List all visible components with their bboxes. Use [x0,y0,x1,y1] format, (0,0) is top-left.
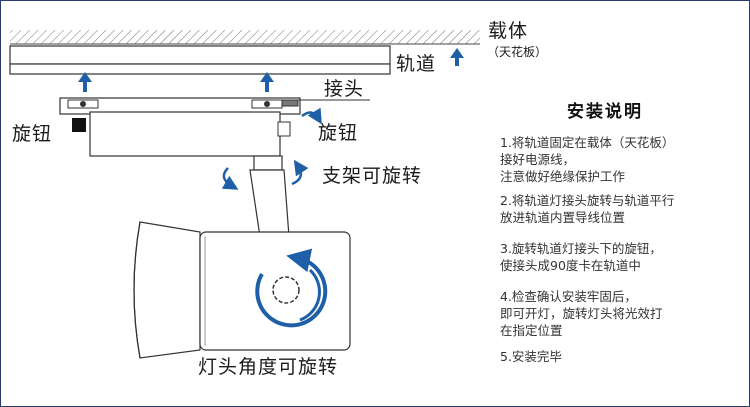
label-knob-left: 旋钮 [12,123,53,145]
step-line: 即可开灯，旋转灯头将光效打 [500,306,663,321]
step-line: 5.安装完毕 [500,349,562,364]
instruction-step-5: 5.安装完毕 [500,348,562,365]
instruction-step-2: 2.将轨道灯接头旋转与轨道平行 放进轨道内置导线位置 [500,192,674,226]
step-line: 4.检查确认安装牢固后， [500,289,637,304]
step-line: 注意做好绝缘保护工作 [500,169,626,184]
step-line: 1.将轨道固定在载体（天花板） [500,135,675,150]
step-line: 2.将轨道灯接头旋转与轨道平行 [500,193,675,208]
track-rail [9,45,391,75]
instruction-step-4: 4.检查确认安装牢固后， 即可开灯，旋转灯头将光效打 在指定位置 [500,288,663,339]
step-line: 放进轨道内置导线位置 [500,210,626,225]
label-bracket-rotate: 支架可旋转 [322,165,423,187]
instructions-title: 安装说明 [567,102,643,122]
ceiling-carrier [10,30,480,45]
instruction-step-1: 1.将轨道固定在载体（天花板） 接好电源线， 注意做好绝缘保护工作 [500,134,674,185]
adapter-body [59,97,301,157]
step-line: 3.旋转轨道灯接头下的旋钮， [500,241,662,256]
label-knob-right: 旋钮 [318,122,359,144]
step-line: 接好电源线， [500,152,576,167]
label-ceiling: （天花板） [487,45,548,59]
up-arrow-icon [78,48,464,92]
step-line: 在指定位置 [500,323,563,338]
step-line: 使接头成90度卡在轨道中 [500,258,641,273]
label-connector: 接头 [324,78,365,100]
instruction-step-3: 3.旋转轨道灯接头下的旋钮， 使接头成90度卡在轨道中 [500,240,662,274]
label-lamp-angle: 灯头角度可旋转 [198,356,339,378]
rotate-arrow-icon [221,107,322,190]
label-track: 轨道 [396,53,437,75]
lamp-head [133,221,351,359]
label-carrier: 载体 [488,20,529,42]
